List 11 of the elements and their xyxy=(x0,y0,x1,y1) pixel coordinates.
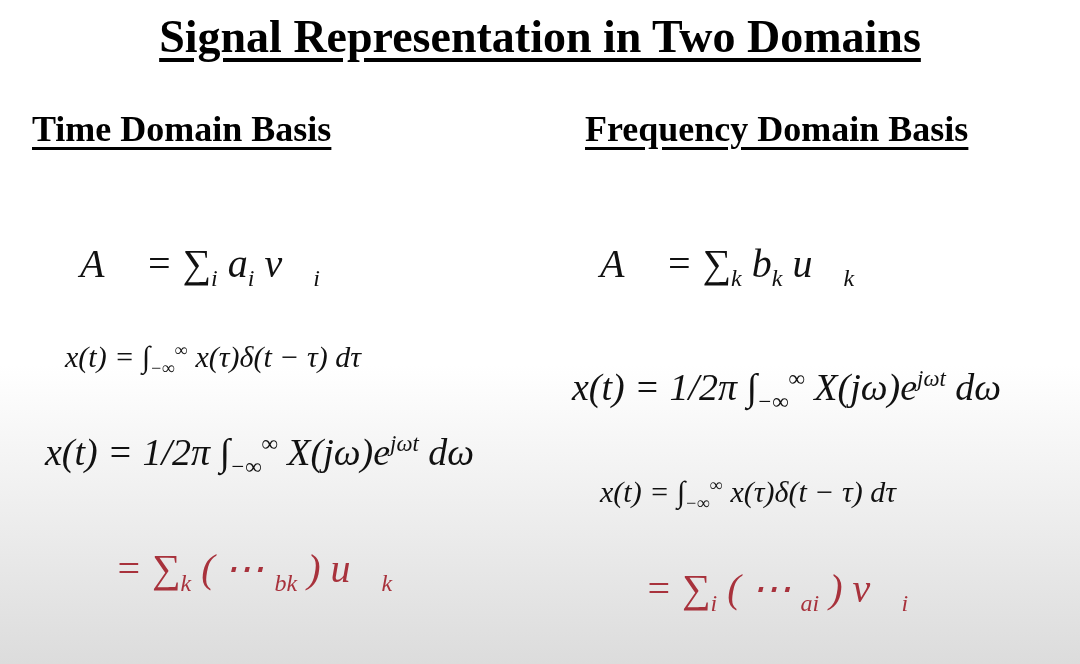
equation: x(t) = 1/2π ∫$_{−∞}$$^{∞}$ X(jω)e$^{jωt}$ dω xyxy=(572,365,1002,415)
equation: x(t) = ∫$_{−∞}$$^{∞}$ x(τ)δ(t − τ) dτ xyxy=(600,475,896,514)
equation: A⃗ = ∑$_{i}$ a$_{i}$ v⃗$_{i}$ xyxy=(80,240,320,292)
equation: x(t) = 1/2π ∫$_{−∞}$$^{∞}$ X(jω)e$^{jωt}$ dω xyxy=(45,430,475,480)
section-heading: Time Domain Basis xyxy=(32,108,332,150)
section-heading: Frequency Domain Basis xyxy=(585,108,969,150)
equation: x(t) = ∫$_{−∞}$$^{∞}$ x(τ)δ(t − τ) dτ xyxy=(65,340,361,379)
equation: = ∑$_{k}$ ( ⋯ $_{bk}$ ) u⃗$_{k}$ xyxy=(115,545,393,597)
slide-title: Signal Representation in Two Domains xyxy=(159,10,921,63)
equation: A⃗ = ∑$_{k}$ b$_{k}$ u⃗$_{k}$ xyxy=(600,240,855,292)
equation: = ∑$_{i}$ ( ⋯ $_{ai}$ ) v⃗$_{i}$ xyxy=(645,565,909,617)
